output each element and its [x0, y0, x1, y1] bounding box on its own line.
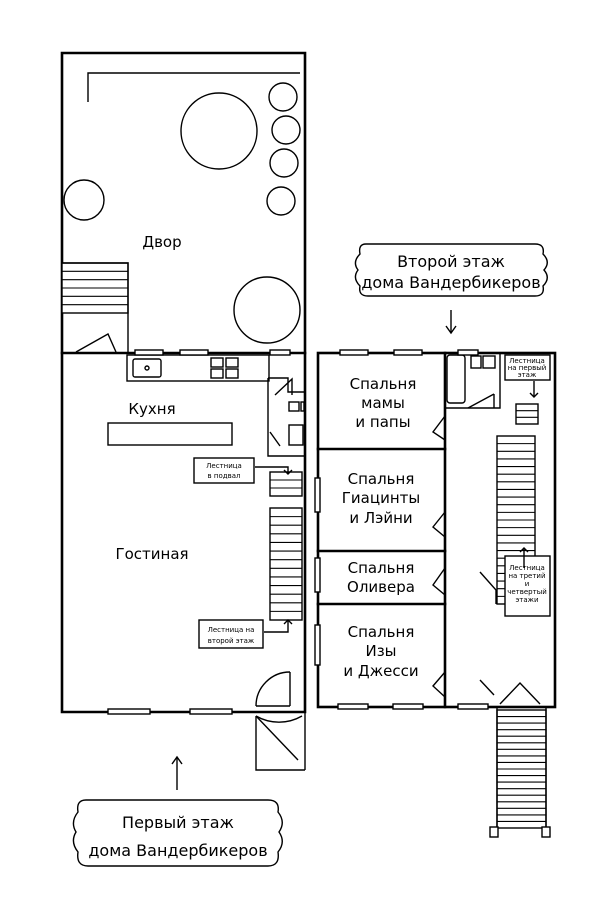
bathtub: [446, 354, 466, 404]
stair-frame: [269, 507, 303, 621]
bedroom-oliver-label: Спальня Оливера: [347, 559, 415, 596]
yard-steps: [61, 262, 129, 314]
door-hall: [479, 571, 497, 604]
toilet: [288, 401, 300, 412]
bathroom-door: [274, 377, 293, 396]
second-floor-stairs-note-line-1: Лестница на: [208, 626, 255, 634]
window: [457, 349, 479, 356]
sink: [482, 355, 496, 369]
tree-left: [63, 179, 105, 221]
tree-small-4: [266, 186, 296, 216]
label-line: и Джесси: [343, 662, 418, 680]
label-line: Изы: [365, 642, 396, 660]
label-line: Гиацинты: [342, 489, 420, 507]
tree-small-3: [269, 148, 299, 178]
stove: [210, 357, 239, 379]
tree-small-2: [271, 115, 301, 145]
note-line: Лестница: [509, 564, 545, 572]
note-line: этаж: [518, 371, 537, 379]
yard-trees: [63, 82, 301, 344]
window: [393, 349, 423, 356]
label-line: Спальня: [348, 623, 415, 641]
stairs-to-second-floor: [269, 507, 303, 621]
bedroom-isa-label: Спальня Изы и Джесси: [343, 623, 418, 680]
second-floor-callout: Второй этаж дома Вандербикеров: [354, 243, 548, 335]
basement-stairs-note: Лестница в подвал: [193, 457, 293, 484]
note-line: Лестница: [509, 357, 545, 365]
kitchen-island: [107, 422, 233, 446]
exterior-stairs: [496, 709, 547, 829]
bathroom-door: [467, 393, 495, 409]
first-floor-callout-line-2: дома Вандербикеров: [88, 841, 267, 860]
basement-stairs: [269, 471, 303, 497]
basement-stairs-note-line-2: в подвал: [208, 472, 241, 480]
label-line: и папы: [355, 413, 410, 431]
yard-door: [75, 333, 117, 353]
second-floor-bathroom: [445, 353, 501, 409]
window: [337, 703, 369, 710]
stairs-to-first-floor: [515, 403, 539, 425]
kitchen-sink: [132, 358, 162, 378]
first-floor-bathroom: [267, 377, 305, 457]
label-line: и Лэйни: [349, 509, 412, 527]
basement-stairs-note-line-1: Лестница: [206, 462, 242, 470]
stair-frame: [515, 403, 539, 425]
bedroom-parents-label: Спальня мамы и папы: [350, 375, 417, 431]
note-line: четвертый: [507, 588, 547, 596]
window: [179, 349, 209, 356]
window: [269, 349, 291, 356]
second-floor-outer-wall: [316, 351, 557, 709]
first-floor-callout: Первый этаж дома Вандербикеров: [72, 755, 283, 867]
label-line: Спальня: [348, 559, 415, 577]
label-line: Оливера: [347, 578, 415, 596]
window: [107, 708, 151, 715]
second-floor-callout-line-1: Второй этаж: [397, 252, 505, 271]
window: [392, 703, 424, 710]
stair-frame: [269, 471, 303, 497]
door-parents: [431, 415, 446, 441]
window: [189, 708, 233, 715]
window: [314, 477, 321, 513]
exterior-door: [499, 681, 541, 705]
window: [339, 349, 369, 356]
door-isa: [432, 671, 446, 698]
note-line: на первый: [508, 364, 547, 372]
front-door: [255, 671, 305, 771]
door-hyacinth: [432, 511, 446, 538]
upper-floors-stairs-note: Лестница на третий и четвертый этажи: [504, 547, 551, 617]
yard-fence: [87, 72, 300, 102]
note-line: на третий: [508, 572, 545, 580]
bedroom-hyacinth-label: Спальня Гиацинты и Лэйни: [342, 470, 420, 527]
label-line: Спальня: [350, 375, 417, 393]
window: [314, 624, 321, 666]
label-line: мамы: [361, 394, 405, 412]
label-line: Спальня: [348, 470, 415, 488]
first-floor-callout-line-1: Первый этаж: [122, 813, 234, 832]
note-line: и: [525, 580, 530, 588]
window: [457, 703, 489, 710]
tree-large-top: [180, 92, 258, 170]
tree-large-bottom: [233, 276, 301, 344]
first-floor-plan: Лестница в подвал Лестница на второй эта…: [60, 51, 307, 771]
yard-label: Двор: [142, 233, 181, 251]
hall-door-lower: [479, 679, 495, 696]
note-line: этажи: [515, 596, 538, 604]
tree-small-1: [268, 82, 298, 112]
window: [314, 557, 321, 593]
second-floor-callout-line-2: дома Вандербикеров: [361, 273, 540, 292]
kitchen-counter: [126, 354, 270, 382]
living-room-label: Гостиная: [115, 545, 188, 563]
second-floor-stairs-note-line-2: второй этаж: [208, 637, 255, 645]
window: [134, 349, 164, 356]
second-floor-stairs-note: Лестница на второй этаж: [198, 619, 293, 649]
kitchen-label: Кухня: [128, 400, 175, 418]
sink: [288, 424, 304, 446]
second-floor-plan: Лестница на первый этаж Лестница на трет…: [314, 349, 557, 838]
first-floor-stairs-note: Лестница на первый этаж: [504, 354, 551, 398]
toilet: [470, 355, 482, 369]
door-oliver: [432, 567, 446, 596]
